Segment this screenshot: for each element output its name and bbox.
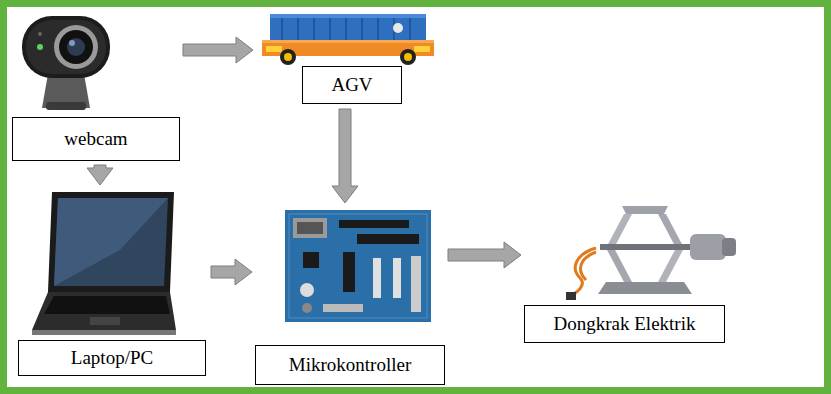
- block-arrow: [332, 109, 358, 203]
- label-box: Mikrokontroller: [255, 345, 445, 385]
- block-arrow: [448, 242, 521, 268]
- label-box: Laptop/PC: [18, 340, 206, 376]
- webcam-picture: [18, 12, 114, 112]
- jack-picture: [566, 194, 740, 302]
- component-group: Laptop/PC: [18, 188, 208, 378]
- component-group: Mikrokontroller: [255, 206, 445, 386]
- component-label: AGV: [331, 74, 372, 96]
- component-label: webcam: [64, 128, 127, 150]
- component-group: Dongkrak Elektrik: [524, 192, 739, 344]
- label-box: webcam: [12, 117, 180, 161]
- component-group: AGV: [256, 10, 438, 106]
- block-arrow: [87, 165, 113, 185]
- component-label: Mikrokontroller: [289, 354, 411, 376]
- component-group: webcam: [12, 10, 180, 162]
- block-arrow: [211, 259, 252, 285]
- component-label: Laptop/PC: [71, 347, 153, 369]
- agv-picture: [258, 12, 438, 66]
- label-box: Dongkrak Elektrik: [524, 305, 725, 343]
- laptop-picture: [30, 190, 178, 338]
- component-label: Dongkrak Elektrik: [554, 313, 696, 335]
- block-arrow: [183, 37, 253, 63]
- microcontroller-picture: [283, 208, 433, 324]
- label-box: AGV: [302, 66, 402, 104]
